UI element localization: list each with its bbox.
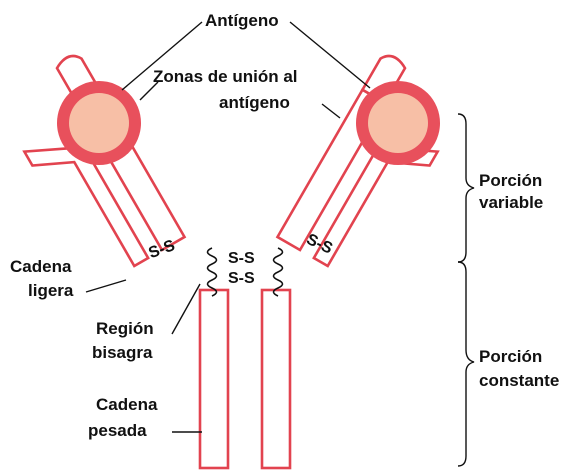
disulfide-bond-hinge-bottom: S-S — [228, 270, 255, 287]
light-chain-label-line2: ligera — [28, 281, 74, 300]
binding-zone-leader-left — [139, 81, 159, 101]
hinge-coil-left — [206, 247, 218, 297]
hinge-coil-right — [272, 247, 284, 297]
variable-portion-label-line2: variable — [479, 193, 543, 212]
heavy-chain-left-stem — [198, 288, 230, 470]
constant-portion-label-line1: Porción — [479, 347, 542, 366]
light-chain-label-line1: Cadena — [10, 257, 72, 276]
variable-brace — [457, 113, 475, 263]
hinge-label-line2: bisagra — [92, 343, 153, 362]
disulfide-bond-hinge-top: S-S — [228, 250, 255, 267]
hinge-label-line1: Región — [96, 319, 154, 338]
variable-portion-label-line1: Porción — [479, 171, 542, 190]
antigen-leader-left — [121, 21, 203, 91]
constant-brace — [457, 261, 475, 467]
antigen-leader-right — [289, 21, 371, 89]
antigen-left — [57, 81, 141, 165]
binding-zone-leader-right — [321, 103, 341, 119]
heavy-chain-label-line2: pesada — [88, 421, 147, 440]
binding-zones-label-line1: Zonas de unión al — [153, 67, 298, 86]
constant-portion-label-line2: constante — [479, 371, 559, 390]
right-arm — [275, 54, 440, 268]
antigen-right — [356, 81, 440, 165]
heavy-chain-right-stem — [260, 288, 292, 470]
light-chain-leader — [85, 279, 127, 293]
binding-zones-label-line2: antígeno — [219, 93, 290, 112]
hinge-leader — [171, 283, 201, 335]
antigen-label: Antígeno — [205, 11, 279, 30]
left-light-chain — [22, 145, 150, 268]
heavy-chain-label-line1: Cadena — [96, 395, 158, 414]
